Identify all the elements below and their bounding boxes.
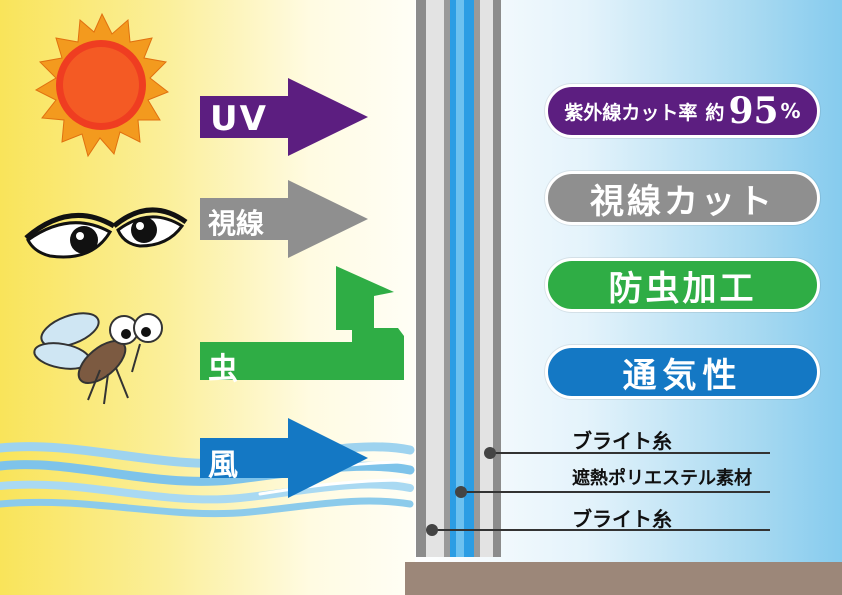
wind-arrow bbox=[200, 418, 368, 498]
uv-cut-prefix: 約 bbox=[705, 101, 725, 124]
mosquito-icon bbox=[33, 312, 163, 405]
callout-dots bbox=[426, 447, 496, 536]
outer-layer-label: ブライト糸 bbox=[572, 429, 672, 453]
uv-cut-value: 95 bbox=[728, 90, 779, 132]
insect-arrow-label: 虫 bbox=[208, 352, 238, 387]
breathable-badge: 通気性 bbox=[545, 345, 820, 399]
breathable-label: 通気性 bbox=[622, 355, 743, 396]
privacy-badge: 視線カット bbox=[545, 171, 820, 225]
wind-arrow-label: 風 bbox=[208, 448, 238, 483]
callout-lines bbox=[432, 452, 770, 531]
bright-yarn-outer-layer bbox=[426, 0, 444, 557]
sight-arrow-label: 視線 bbox=[208, 207, 265, 240]
fabric-cross-section bbox=[416, 0, 501, 557]
privacy-label: 視線カット bbox=[590, 181, 775, 222]
eyes-icon bbox=[24, 207, 188, 259]
layer-divider-left bbox=[444, 0, 450, 557]
uv-arrow bbox=[200, 78, 368, 156]
bright-yarn-inner-layer bbox=[480, 0, 493, 557]
uv-cut-unit: % bbox=[780, 99, 801, 123]
sight-arrow bbox=[200, 180, 368, 258]
bright-yarn-outer-edge bbox=[416, 0, 426, 557]
insect-proof-label: 防虫加工 bbox=[608, 268, 757, 309]
bright-yarn-inner-edge bbox=[493, 0, 501, 557]
floor bbox=[405, 562, 842, 595]
uv-cut-label: 紫外線カット率 bbox=[564, 101, 698, 124]
layer-divider-right bbox=[474, 0, 480, 557]
polyester-core-highlight bbox=[456, 0, 464, 557]
insect-proof-badge: 防虫加工 bbox=[545, 258, 820, 312]
insect-arrow bbox=[200, 266, 404, 380]
core-layer-label: 遮熱ポリエステル素材 bbox=[572, 468, 752, 489]
uv-arrow-label: UV bbox=[210, 99, 268, 139]
sun-icon bbox=[34, 12, 169, 158]
inner-layer-label: ブライト糸 bbox=[572, 507, 672, 531]
uv-cut-rate-badge: 紫外線カット率 約 95 % bbox=[545, 84, 820, 138]
